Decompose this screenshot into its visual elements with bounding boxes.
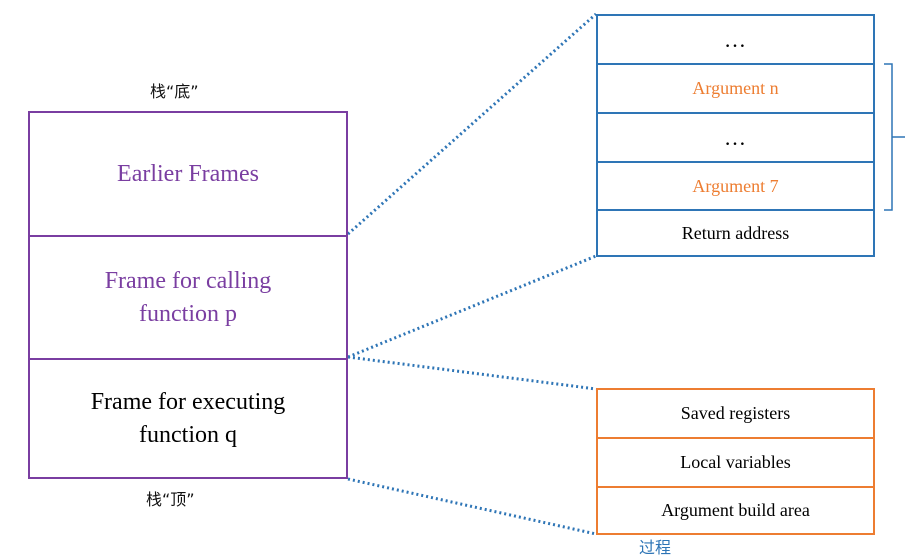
argument-bracket — [884, 63, 905, 211]
call-stack: Earlier Frames Frame for calling functio… — [28, 111, 348, 479]
cell-divider — [598, 209, 873, 211]
caller-frame-label-2: function p — [139, 300, 237, 327]
cell-divider — [598, 161, 873, 163]
exec-frame: Frame for executing function q — [30, 360, 346, 477]
connector-caller-bottom — [347, 254, 597, 359]
exec-frame-detail: Saved registers Local variables Argument… — [596, 388, 875, 535]
stack-top-label: 栈“顶” — [146, 490, 195, 509]
cell-divider — [598, 437, 873, 439]
connector-exec-bottom — [347, 477, 597, 536]
exec-frame-label-2: function q — [139, 421, 237, 448]
saved-registers-cell: Saved registers — [680, 403, 791, 423]
exec-frame-label-1: Frame for executing — [90, 388, 286, 415]
ellipsis-cell: … — [724, 124, 747, 150]
frame-divider — [30, 358, 346, 360]
argument-n-cell: Argument n — [692, 78, 779, 98]
argument-7-cell: Argument 7 — [692, 175, 779, 196]
caller-frame-detail: … Argument n … Argument 7 Return address — [596, 14, 875, 257]
earlier-frames: Earlier Frames — [30, 113, 346, 235]
local-variables-cell: Local variables — [680, 452, 791, 472]
earlier-frames-label: Earlier Frames — [117, 160, 259, 187]
ellipsis-cell: … — [724, 26, 747, 52]
stack-bottom-label: 栈“底” — [150, 82, 199, 101]
connector-exec-top — [347, 355, 597, 391]
caller-frame-label-1: Frame for calling — [104, 267, 272, 294]
return-address-cell: Return address — [681, 222, 790, 243]
frame-divider — [30, 235, 346, 237]
cell-divider — [598, 486, 873, 488]
cell-divider — [598, 63, 873, 65]
procedure-caption: 过程 — [639, 538, 672, 557]
connector-caller-top — [347, 12, 597, 236]
caller-frame: Frame for calling function p — [30, 237, 346, 358]
argument-build-area-cell: Argument build area — [661, 500, 810, 520]
cell-divider — [598, 112, 873, 114]
